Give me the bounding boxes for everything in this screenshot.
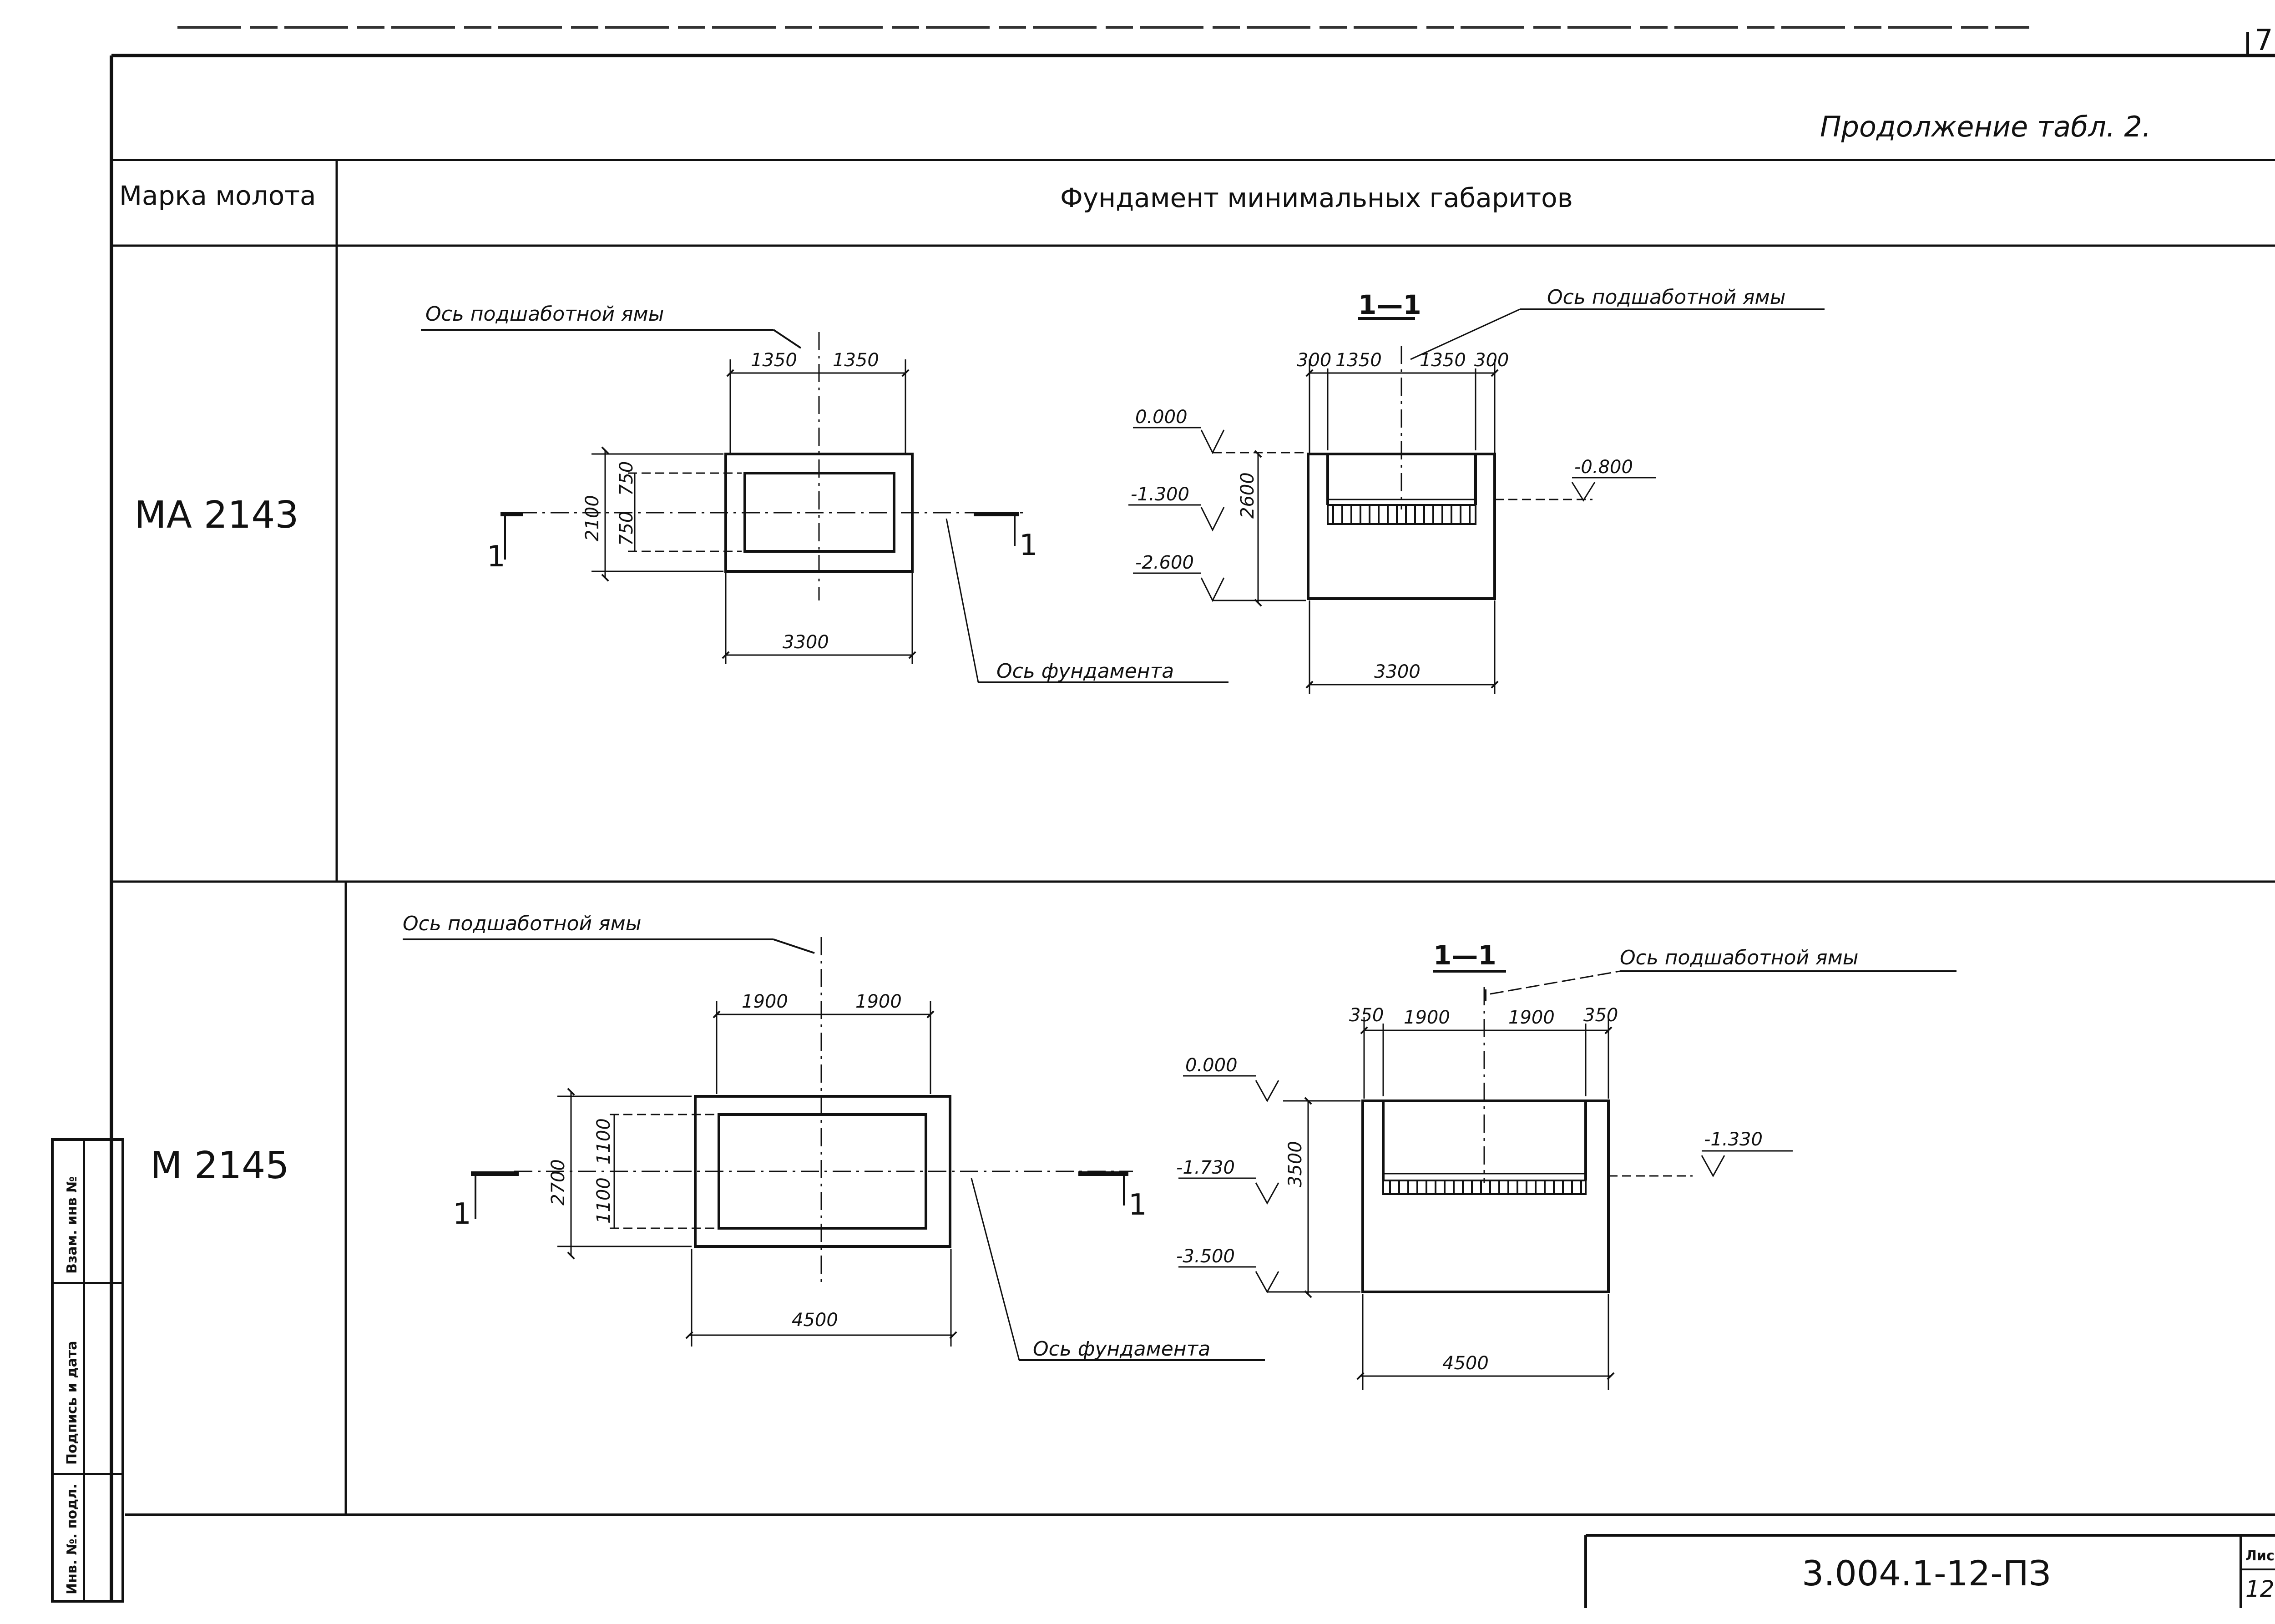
row-1-section-level-1: 0.000 [1135,407,1188,428]
row-2-plan [403,937,1265,1361]
hammer-mark-row-2: М 2145 [150,1144,289,1187]
corner-label: 7 [2255,24,2273,57]
row-1-section-dim-top-2: 1350 [1335,350,1382,371]
row-1-foundation-axis-label: Ось фундамента [996,660,1174,683]
row-2-section-pit-axis-label: Ось подшаботной ямы [1620,946,1858,969]
row-2-section-mark-right: 1 [1128,1188,1147,1222]
sheet-number: 12 [2245,1576,2275,1602]
row-1-section-dim-bottom: 3300 [1374,661,1421,682]
row-1-section-mark-left: 1 [487,540,506,574]
row-2-foundation-axis-label: Ось фундамента [1033,1337,1210,1361]
row-2-plan-dim-height: 2700 [548,1159,569,1205]
column-header-foundation: Фундамент минимальных габаритов [1060,182,1573,213]
row-2-section-level-right: -1.330 [1704,1129,1763,1150]
row-2-section-mark-left: 1 [453,1197,471,1231]
row-1-plan-dim-inner-bottom: 750 [616,511,637,546]
row-1-section-dim-top-3: 1350 [1420,350,1466,371]
row-2-section-dim-bottom: 4500 [1442,1353,1489,1374]
row-2-section-dim-top-1: 350 [1349,1005,1384,1026]
row-1-plan [421,329,1228,683]
side-stamp [51,1138,124,1603]
side-stamp-replacement: Взам. инв № [64,1176,80,1274]
side-stamp-signature: Подпись и дата [64,1341,80,1465]
row-1-section [1128,308,1825,694]
row-2-section-outline [1361,1099,1610,1293]
title-block [1584,1534,2275,1608]
row-2-plan-dim-top-left: 1900 [742,991,788,1012]
row-1-section-level-3: -2.600 [1135,552,1194,573]
row-2-section-level-1: 0.000 [1185,1055,1238,1076]
row-2-section-level-3: -3.500 [1176,1246,1235,1267]
side-stamp-inventory: Инв. №. подл. [64,1483,80,1594]
row-2-section-dim-top-3: 1900 [1508,1007,1555,1028]
row-1-section-dim-top-4: 300 [1474,350,1509,371]
row-2-plan-dim-top-right: 1900 [855,991,902,1012]
row-1-plan-dim-top-right: 1350 [833,350,879,371]
row-2-plan-dim-inner-top: 1100 [593,1118,614,1165]
column-header-hammer-mark: Марка молота [119,180,316,211]
row-1-plan-dim-height: 2100 [582,495,603,541]
sheet-label: Лис [2245,1548,2275,1564]
hammer-mark-row-1: МА 2143 [134,494,299,537]
row-1-section-mark-right: 1 [1019,529,1038,562]
row-1-plan-dim-inner-top: 750 [616,461,637,496]
row-1-section-pit-axis-label: Ось подшаботной ямы [1547,286,1785,309]
document-code: 3.004.1-12-ПЗ [1802,1553,2051,1594]
row-1-section-title: 1—1 [1358,289,1421,320]
table-frame [110,54,2275,1601]
row-2-section-dim-top-4: 350 [1583,1005,1618,1026]
row-2-plan-pit-axis-label: Ось подшаботной ямы [403,912,641,935]
continuation-label: Продолжение табл. 2. [1820,110,2151,143]
row-2-plan-dim-bottom: 4500 [792,1310,838,1331]
row-1-section-depth: 2600 [1237,472,1258,519]
row-2-plan-outline [694,1095,951,1248]
row-1-section-level-right: -0.800 [1574,457,1633,478]
row-2-section-title: 1—1 [1433,940,1496,971]
row-1-plan-dim-top-left: 1350 [751,350,797,371]
row-1-plan-pit-axis-label: Ось подшаботной ямы [425,303,664,326]
row-2-section [1178,970,1956,1390]
row-1-section-dim-top-1: 300 [1297,350,1331,371]
row-2-plan-dim-inner-bottom: 1100 [593,1177,614,1224]
row-2-section-depth: 3500 [1285,1141,1306,1187]
row-1-section-level-2: -1.300 [1131,484,1189,505]
row-2-section-dim-top-2: 1900 [1404,1007,1450,1028]
row-1-plan-dim-bottom: 3300 [783,632,829,653]
row-2-section-level-2: -1.730 [1176,1157,1235,1178]
